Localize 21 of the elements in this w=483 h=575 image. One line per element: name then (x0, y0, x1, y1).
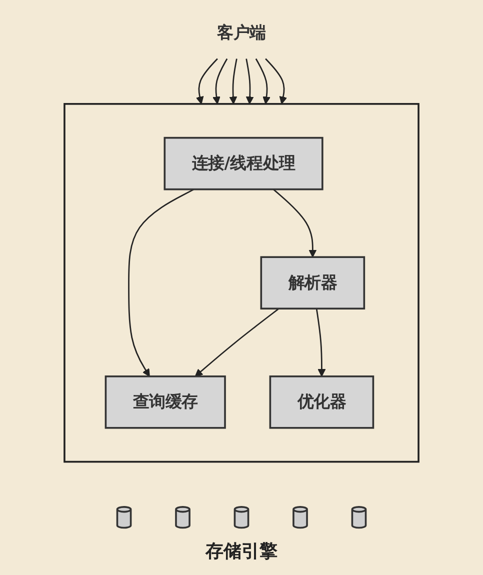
caption-text: 存储引擎 (206, 540, 278, 563)
arrow (196, 58, 218, 104)
arrow (316, 308, 326, 377)
arrow (255, 58, 270, 104)
arrow (246, 58, 254, 104)
arrow (128, 188, 194, 377)
arrow (229, 58, 238, 104)
node-cylinder (292, 506, 308, 529)
node-box: 查询缓存 (104, 375, 226, 429)
node-cylinder (234, 506, 250, 529)
node-cylinder (175, 506, 190, 529)
cluster (64, 103, 420, 463)
node-cylinder (116, 506, 132, 529)
arrow (265, 58, 288, 104)
node-cylinder (351, 506, 367, 529)
node-box: 解析器 (260, 256, 366, 310)
arrow (212, 58, 228, 104)
arrow (272, 188, 317, 258)
arrow (194, 308, 280, 377)
node-text: 客户端 (217, 23, 266, 42)
node-box: 连接/线程处理 (164, 136, 324, 190)
